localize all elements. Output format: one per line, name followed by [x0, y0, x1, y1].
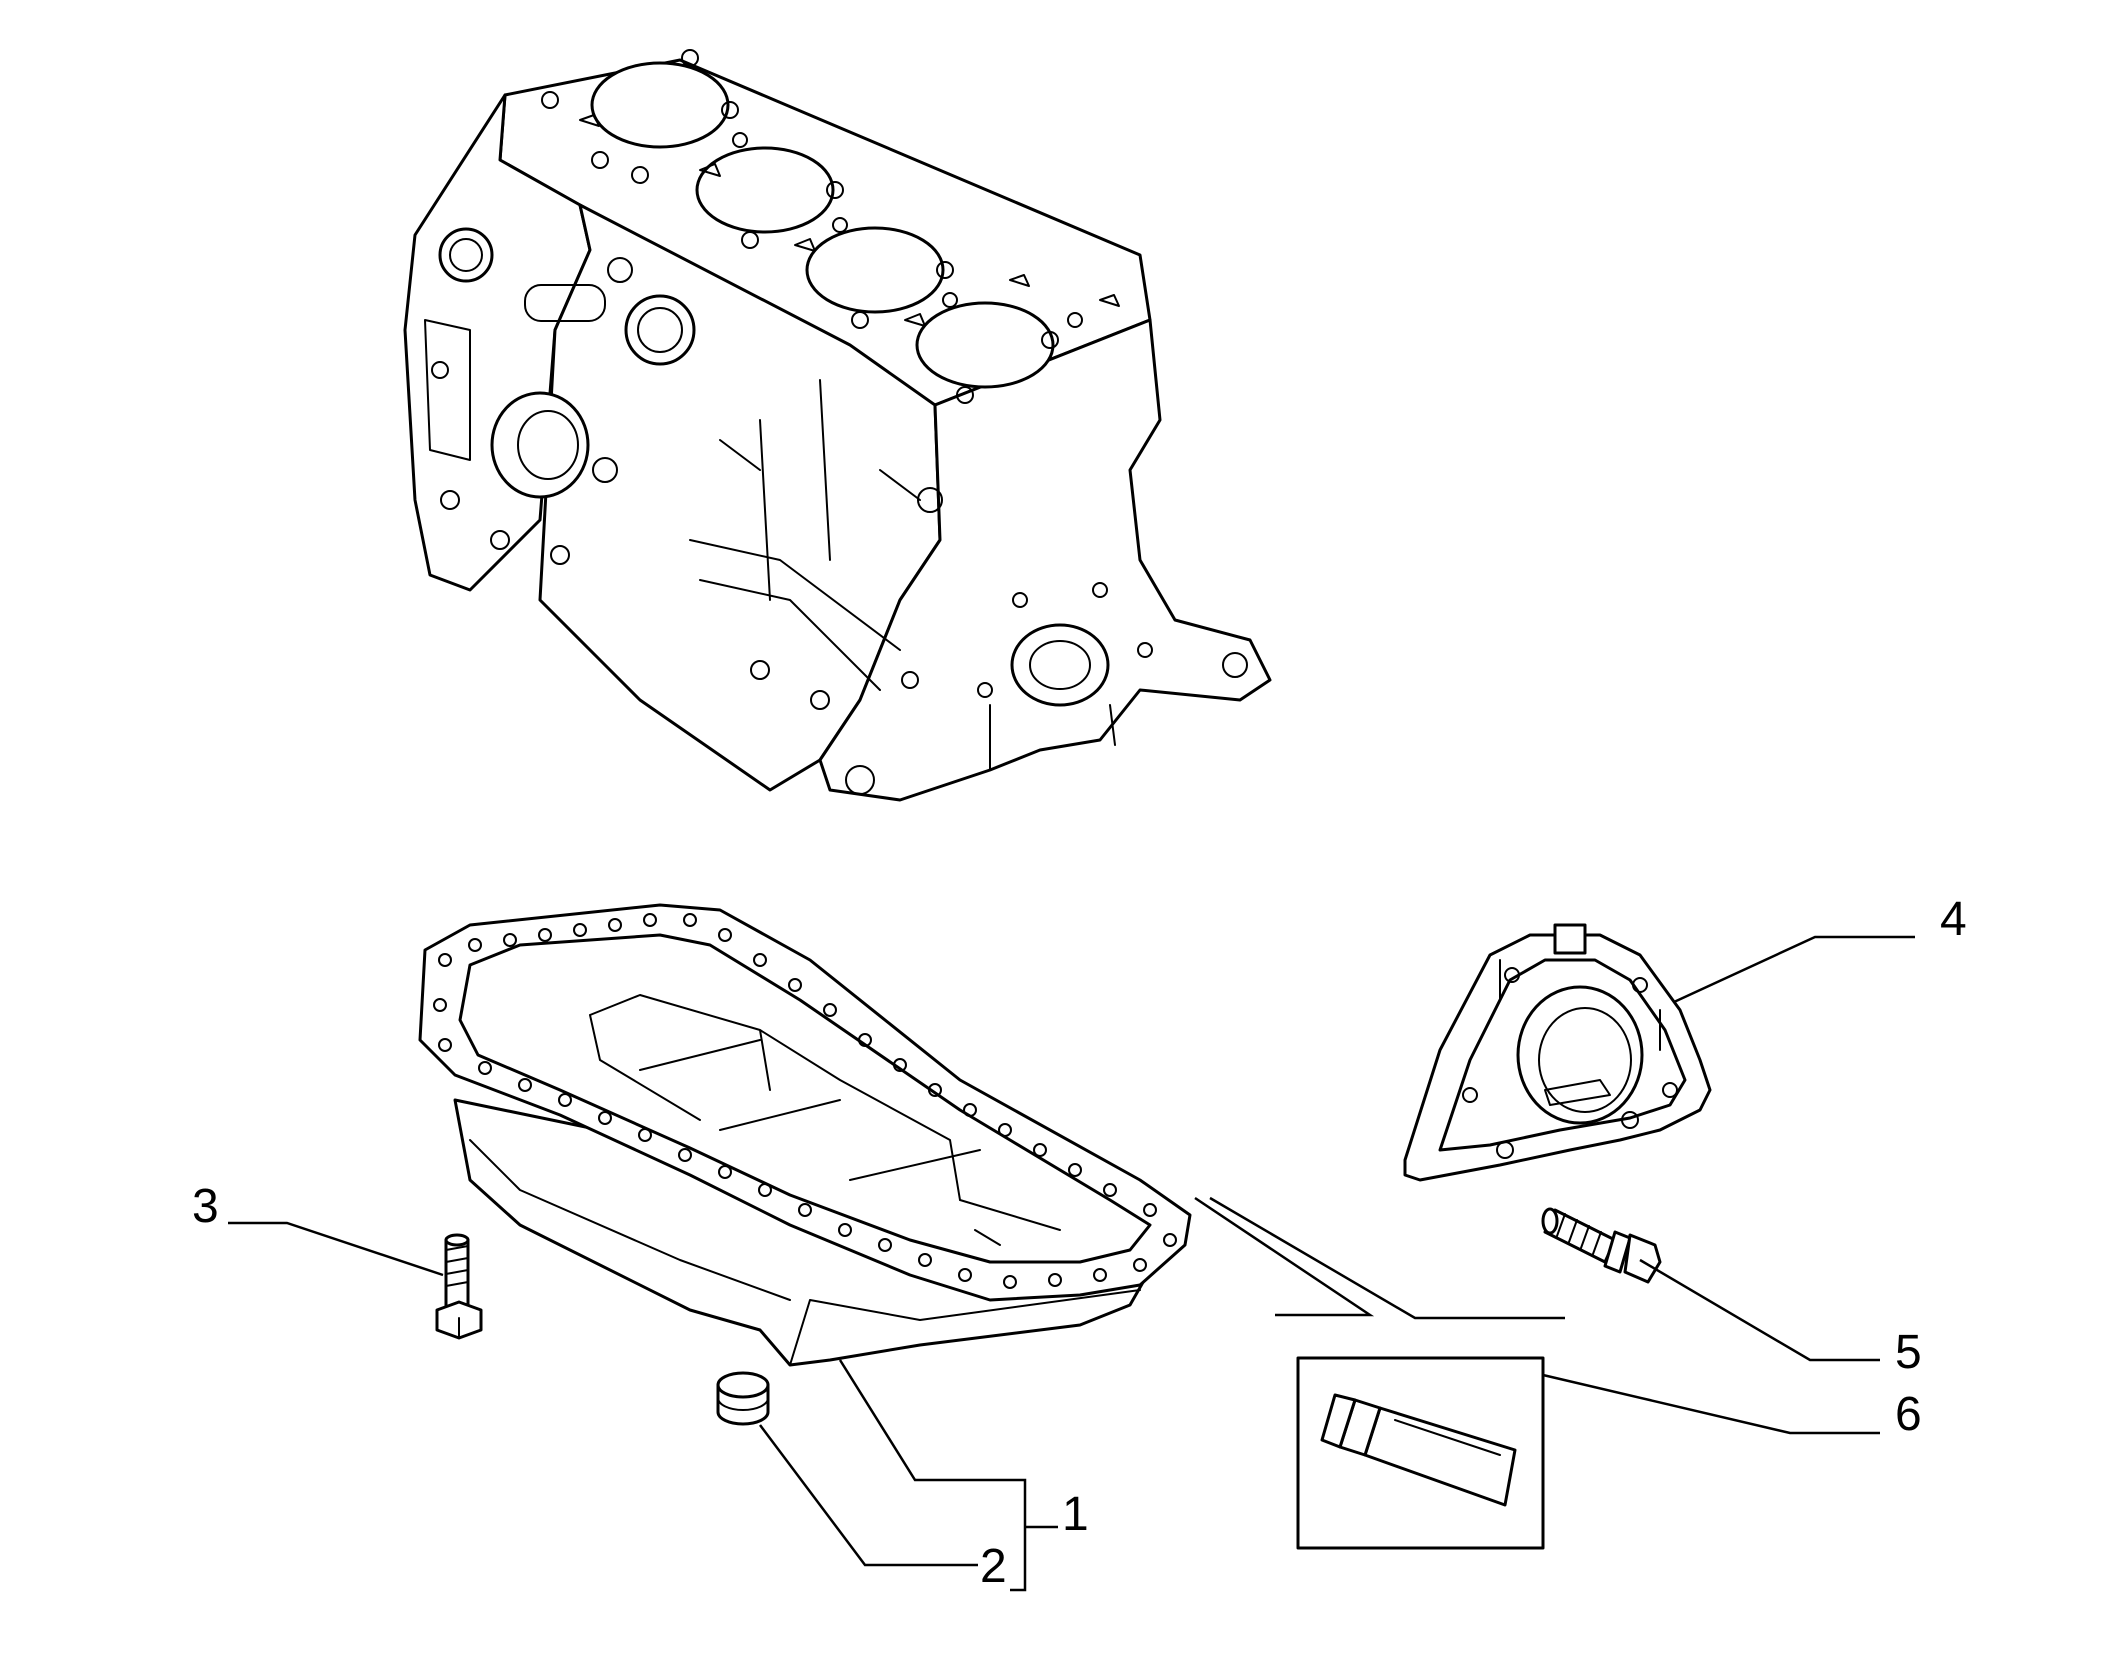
- callout-label-2: 2: [980, 1540, 1007, 1593]
- engine-block-icon: [403, 49, 1272, 802]
- rear-seal-cover-icon: [1403, 923, 1712, 1182]
- callout-labels: 1 2 3 4 5 6: [192, 893, 1967, 1593]
- callout-label-1: 1: [1062, 1488, 1089, 1541]
- callout-label-4: 4: [1940, 893, 1967, 946]
- flange-bolt-icon: [1541, 1207, 1662, 1284]
- bolt-icon: [435, 1233, 483, 1340]
- callout-label-6: 6: [1895, 1388, 1922, 1441]
- oil-sump-icon: [418, 903, 1192, 1367]
- drain-plug-icon: [716, 1371, 770, 1426]
- callout-label-3: 3: [192, 1180, 219, 1233]
- callout-label-5: 5: [1895, 1326, 1922, 1379]
- leader-lines: [228, 935, 1915, 1592]
- sealant-tube-icon: [1296, 1356, 1545, 1550]
